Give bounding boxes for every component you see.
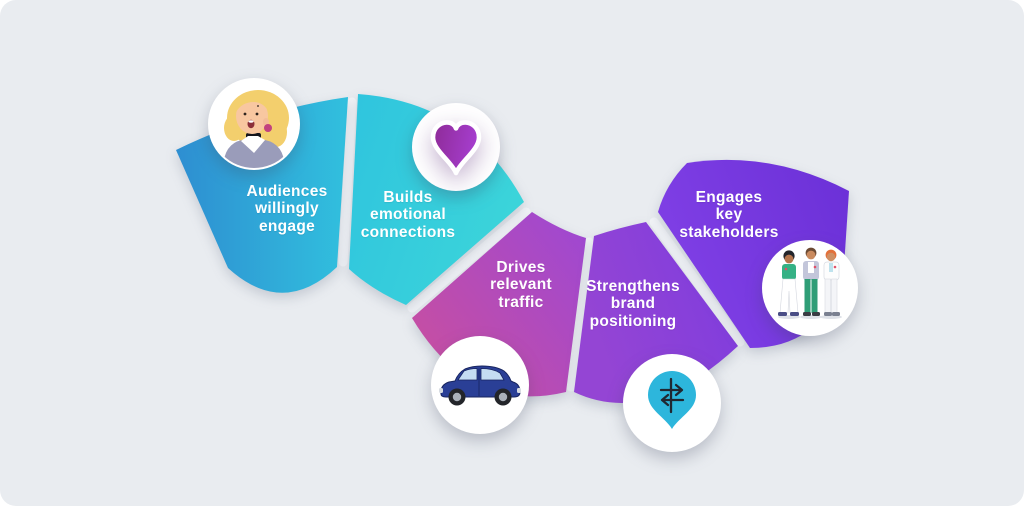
heart-icon xyxy=(412,103,500,191)
divider-2 xyxy=(407,207,531,313)
segment-dividers xyxy=(338,97,745,392)
label-line: positioning xyxy=(589,312,677,330)
label-line: stakeholders xyxy=(679,223,779,241)
woman-avatar-icon xyxy=(208,78,300,170)
label-line: Audiences xyxy=(246,182,328,200)
label-line: engage xyxy=(258,217,316,235)
direction-arrows-glyph xyxy=(659,377,685,414)
label-line: Builds xyxy=(383,188,433,206)
heart-glyph xyxy=(430,120,482,176)
segment-label-drives-relevant-traffic: Drives relevant traffic xyxy=(490,259,552,311)
segment-shape-strengthens-brand-positioning xyxy=(574,222,738,403)
label-line: emotional xyxy=(370,206,446,224)
label-line: traffic xyxy=(498,293,544,311)
divider-1 xyxy=(338,97,357,267)
people-group-icon xyxy=(762,240,858,336)
label-line: Strengthens xyxy=(586,277,680,295)
segment-label-strengthens-brand-positioning: Strengthens brand positioning xyxy=(586,278,680,330)
signpost-pin-icon xyxy=(623,354,721,452)
car-art xyxy=(439,365,521,406)
label-line: Engages xyxy=(695,188,763,206)
people-art xyxy=(778,247,842,319)
label-line: Drives xyxy=(496,258,546,276)
segment-label-builds-emotional-connections: Builds emotional connections xyxy=(361,189,456,241)
car-icon xyxy=(431,336,529,434)
label-line: relevant xyxy=(490,276,552,294)
label-line: connections xyxy=(360,223,456,241)
segment-label-engages-key-stakeholders: Engages key stakeholders xyxy=(679,189,778,241)
label-line: key xyxy=(715,206,743,224)
divider-3 xyxy=(566,237,594,392)
divider-4 xyxy=(649,217,745,347)
woman-avatar-art xyxy=(223,90,289,168)
segment-label-audiences-willingly-engage: Audiences willingly engage xyxy=(246,183,327,235)
label-line: brand xyxy=(610,295,656,313)
label-line: willingly xyxy=(255,200,319,218)
